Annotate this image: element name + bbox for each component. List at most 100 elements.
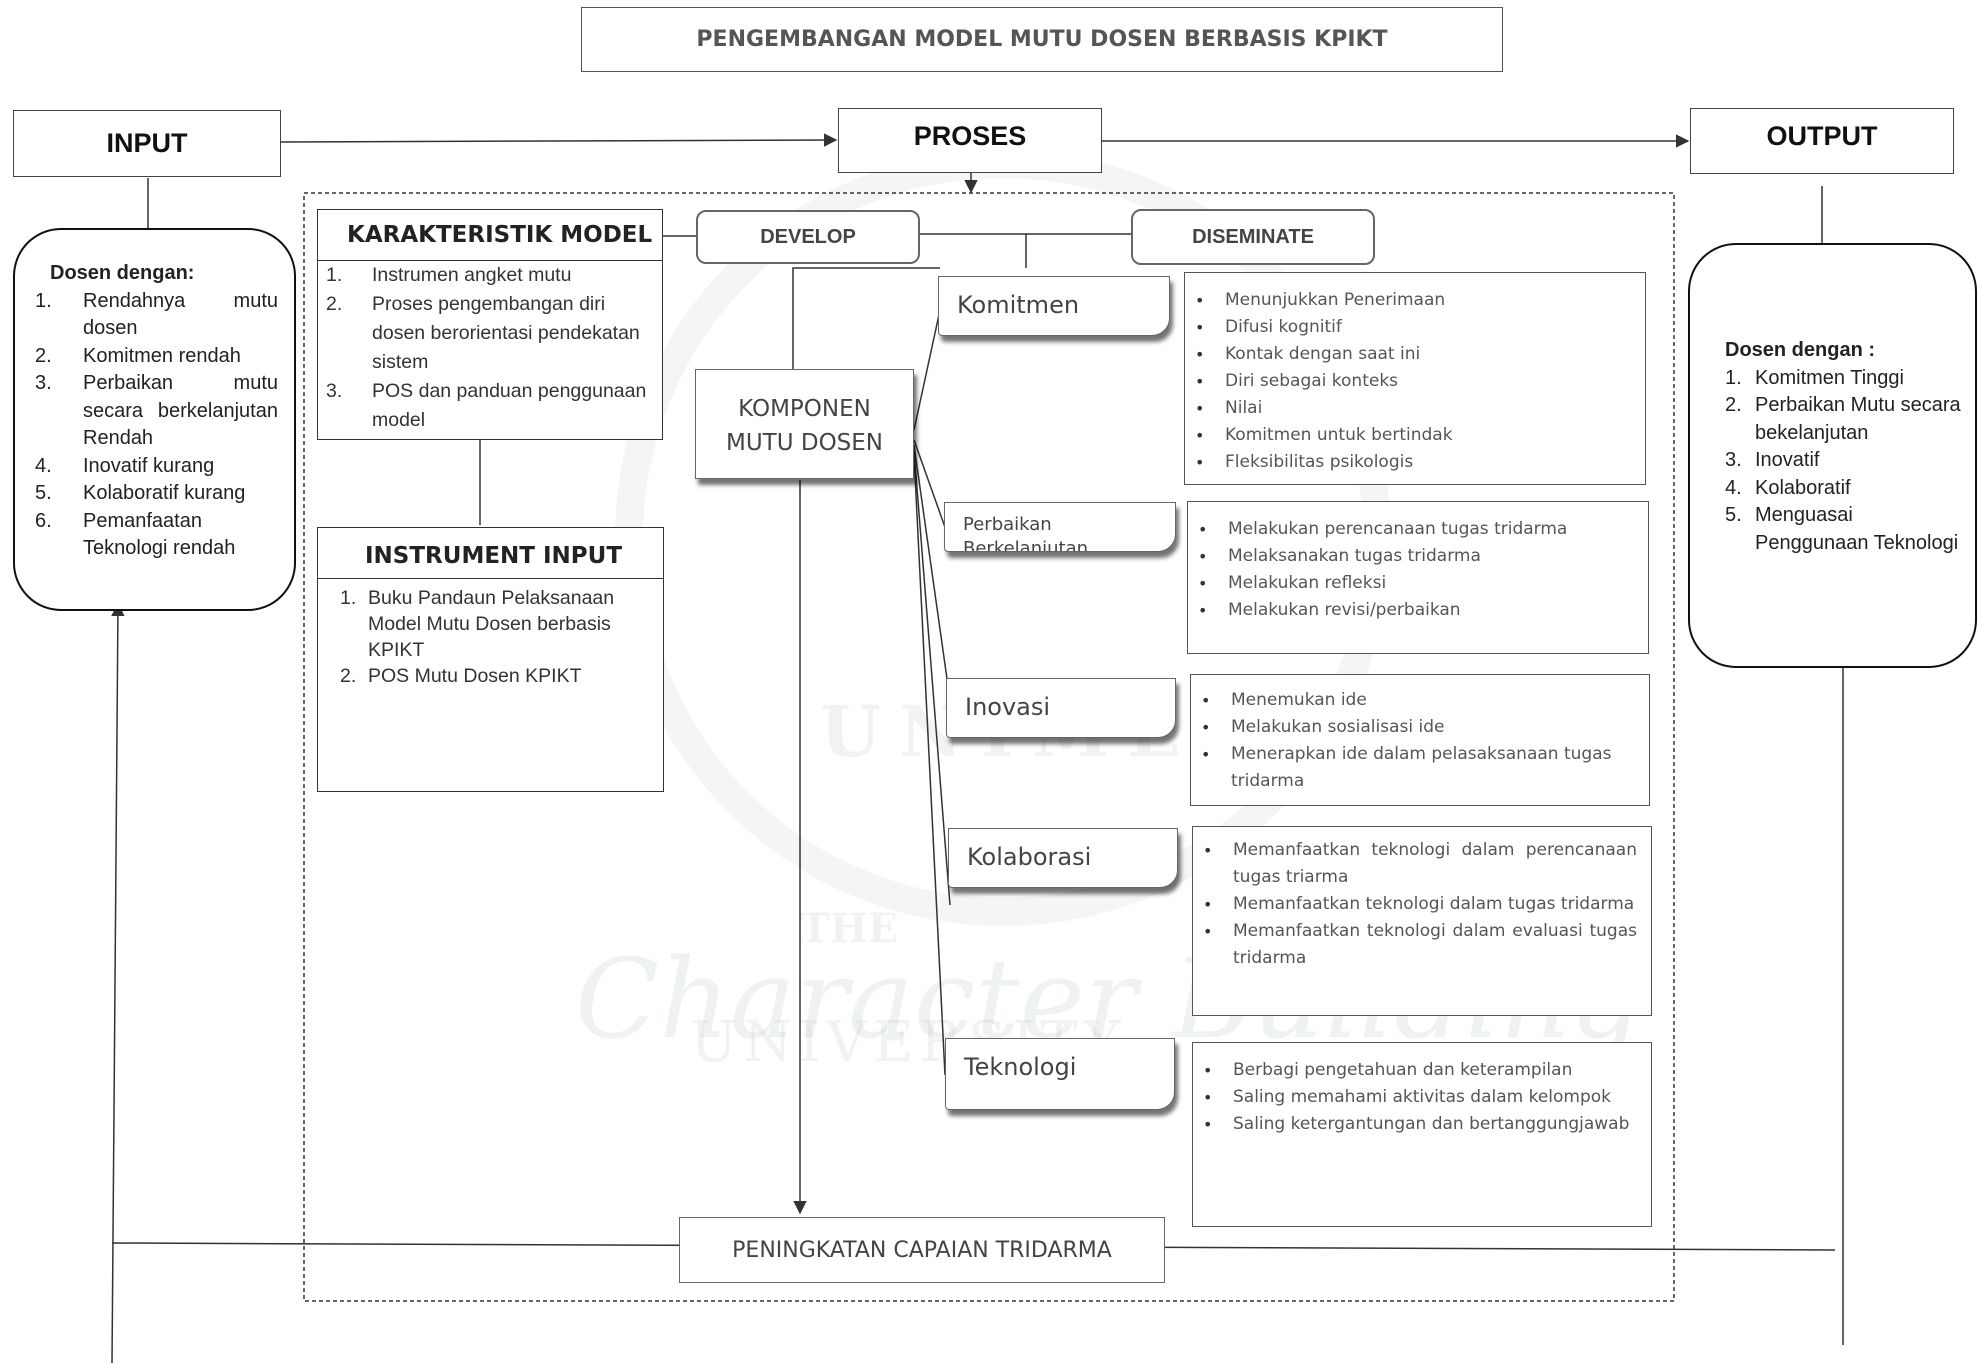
output-header: OUTPUT — [1690, 108, 1954, 174]
detail-text: Kontak dengan saat ini — [1225, 344, 1421, 364]
detail-text: Melakukan revisi/perbaikan — [1228, 600, 1461, 620]
list-item: 1. Komitmen Tinggi — [1725, 365, 1965, 393]
input-heading: Dosen dengan: — [50, 262, 195, 284]
list-item-number: 4. — [1725, 476, 1742, 499]
component-kolaborasi-box: Kolaborasi — [948, 828, 1178, 888]
detail-text: Saling ketergantungan dan bertanggungjaw… — [1233, 1114, 1630, 1134]
component-komitmen-box: Komitmen — [938, 276, 1170, 336]
detail-text: Diri sebagai konteks — [1225, 371, 1399, 391]
detail-item: Menerapkan ide dalam pelasaksanaan tugas… — [1191, 741, 1635, 795]
list-item-number: 3. — [326, 380, 343, 402]
detail-text: Melakukan sosialisasi ide — [1231, 717, 1445, 737]
detail-text: Menemukan ide — [1231, 690, 1367, 710]
detail-item: Melakukan perencanaan tugas tridarma — [1188, 516, 1634, 543]
list-item-text: Inovatif — [1755, 449, 1820, 471]
list-item: 3. POS dan panduan penggunaan model — [326, 377, 656, 435]
component-perbaikan-berkelanjutan-box: Perbaikan Berkelanjutan — [944, 502, 1176, 552]
list-item-text: Perbaikan Mutu secara bekelanjutan — [1755, 394, 1961, 444]
detail-text: Nilai — [1225, 398, 1263, 418]
detail-item: Saling ketergantungan dan bertanggungjaw… — [1193, 1111, 1637, 1138]
karakteristik-title: KARAKTERISTIK MODEL — [318, 210, 662, 261]
list-item-text: Kolaboratif kurang — [83, 482, 246, 504]
develop-box: DEVELOP — [696, 210, 920, 264]
detail-text: Fleksibilitas psikologis — [1225, 452, 1414, 472]
list-item: 4. Kolaboratif — [1725, 475, 1965, 503]
detail-text: Berbagi pengetahuan dan keterampilan — [1233, 1060, 1573, 1080]
detail-text: Komitmen untuk bertindak — [1225, 425, 1453, 445]
detail-item: Melaksanakan tugas tridarma — [1188, 543, 1634, 570]
detail-item: Difusi kognitif — [1185, 314, 1631, 341]
detail-text: Saling memahami aktivitas dalam kelompok — [1233, 1087, 1612, 1107]
list-item: 6. Pemanfaatan Teknologi rendah — [35, 508, 278, 563]
component-teknologi-box: Teknologi — [945, 1038, 1175, 1110]
list-item: 3.Perbaikan mutu secara berkelanjutan Re… — [35, 370, 278, 453]
detail-item: Menunjukkan Penerimaan — [1185, 287, 1631, 314]
detail-item: Memanfaatkan teknologi dalam evaluasi tu… — [1193, 918, 1637, 972]
detail-item: Diri sebagai konteks — [1185, 368, 1631, 395]
detail-text: Menerapkan ide dalam pelasaksanaan tugas… — [1231, 744, 1612, 791]
list-item-text: POS dan panduan penggunaan model — [372, 380, 647, 431]
list-item-number: 5. — [1725, 504, 1742, 526]
diagram-title: PENGEMBANGAN MODEL MUTU DOSEN BERBASIS K… — [581, 7, 1503, 72]
detail-text: Difusi kognitif — [1225, 317, 1342, 337]
list-item: 1.Instrumen angket mutu — [326, 261, 656, 290]
output-heading: Dosen dengan : — [1725, 339, 1876, 361]
detail-text: Menunjukkan Penerimaan — [1225, 290, 1446, 310]
detail-text: Melakukan perencanaan tugas tridarma — [1228, 519, 1568, 539]
detail-item: Komitmen untuk bertindak — [1185, 422, 1631, 449]
detail-text: Memanfaatkan teknologi dalam evaluasi tu… — [1233, 921, 1637, 968]
component-details-box: Berbagi pengetahuan dan keterampilanSali… — [1192, 1042, 1652, 1227]
detail-text: Melakukan refleksi — [1228, 573, 1387, 593]
peningkatan-capaian-box: PENINGKATAN CAPAIAN TRIDARMA — [679, 1217, 1165, 1283]
instrument-list: 1. Buku Pandaun Pelaksanaan Model Mutu Do… — [318, 579, 663, 689]
component-details-box: Melakukan perencanaan tugas tridarmaMela… — [1187, 501, 1649, 654]
detail-item: Saling memahami aktivitas dalam kelompok — [1193, 1084, 1637, 1111]
list-item-number: 1. — [1725, 366, 1742, 389]
list-item-number: 3. — [1725, 449, 1742, 471]
list-item-number: 5. — [35, 482, 52, 504]
list-item-number: 2. — [326, 293, 343, 315]
karakteristik-model-box: KARAKTERISTIK MODEL 1.Instrumen angket m… — [317, 209, 663, 440]
list-item-text: Pemanfaatan Teknologi rendah — [83, 509, 236, 560]
list-item-text: Menguasai Penggunaan Teknologi — [1755, 504, 1959, 554]
list-item: 5. Kolaboratif kurang — [35, 480, 278, 508]
diseminate-box: DISEMINATE — [1131, 209, 1375, 265]
detail-item: Memanfaatkan teknologi dalam tugas trida… — [1193, 891, 1637, 918]
list-item-number: 1. — [340, 587, 357, 609]
input-header: INPUT — [13, 110, 281, 177]
list-item-number: 2. — [1725, 394, 1742, 416]
detail-item: Menemukan ide — [1191, 687, 1635, 714]
list-item-number: 6. — [35, 509, 52, 532]
list-item: 5. Menguasai Penggunaan Teknologi — [1725, 502, 1965, 557]
list-item-number: 2. — [35, 344, 52, 367]
list-item: 3. Inovatif — [1725, 447, 1965, 475]
list-item: 2. Proses pengembangan diri dosen berorie… — [326, 290, 656, 377]
output-panel: Dosen dengan : 1. Komitmen Tinggi 2. Perbai… — [1688, 243, 1977, 668]
detail-item: Nilai — [1185, 395, 1631, 422]
detail-item: Fleksibilitas psikologis — [1185, 449, 1631, 476]
list-item-number: 3. — [35, 372, 52, 394]
detail-text: Melaksanakan tugas tridarma — [1228, 546, 1481, 566]
component-inovasi-box: Inovasi — [946, 678, 1176, 738]
list-item-number: 1. — [326, 264, 343, 286]
output-list: 1. Komitmen Tinggi 2. Perbaikan Mutu secara… — [1725, 365, 1965, 558]
component-details-box: Memanfaatkan teknologi dalam perencanaan… — [1192, 826, 1652, 1016]
list-item-text: Komitmen rendah — [83, 344, 241, 367]
list-item: 2. Perbaikan Mutu secara bekelanjutan — [1725, 392, 1965, 447]
list-item-text: Rendahnya mutu dosen — [83, 289, 278, 340]
list-item-text: Inovatif kurang — [83, 454, 215, 477]
detail-item: Kontak dengan saat ini — [1185, 341, 1631, 368]
proses-header: PROSES — [838, 108, 1102, 173]
karakteristik-list: 1.Instrumen angket mutu 2. Proses pengemba… — [318, 261, 662, 435]
list-item-number: 4. — [35, 454, 52, 477]
detail-item: Melakukan refleksi — [1188, 570, 1634, 597]
detail-item: Memanfaatkan teknologi dalam perencanaan… — [1193, 837, 1637, 891]
list-item-text: Buku Pandaun Pelaksanaan Model Mutu Dose… — [368, 587, 615, 661]
list-item-text: Kolaboratif — [1755, 476, 1851, 499]
komponen-mutu-dosen-box: KOMPONEN MUTU DOSEN — [695, 369, 914, 479]
list-item-text: Proses pengembangan diri dosen berorient… — [372, 293, 640, 373]
list-item: 4. Inovatif kurang — [35, 453, 278, 481]
list-item-text: Komitmen Tinggi — [1755, 366, 1904, 389]
list-item: 2. Komitmen rendah — [35, 343, 278, 371]
